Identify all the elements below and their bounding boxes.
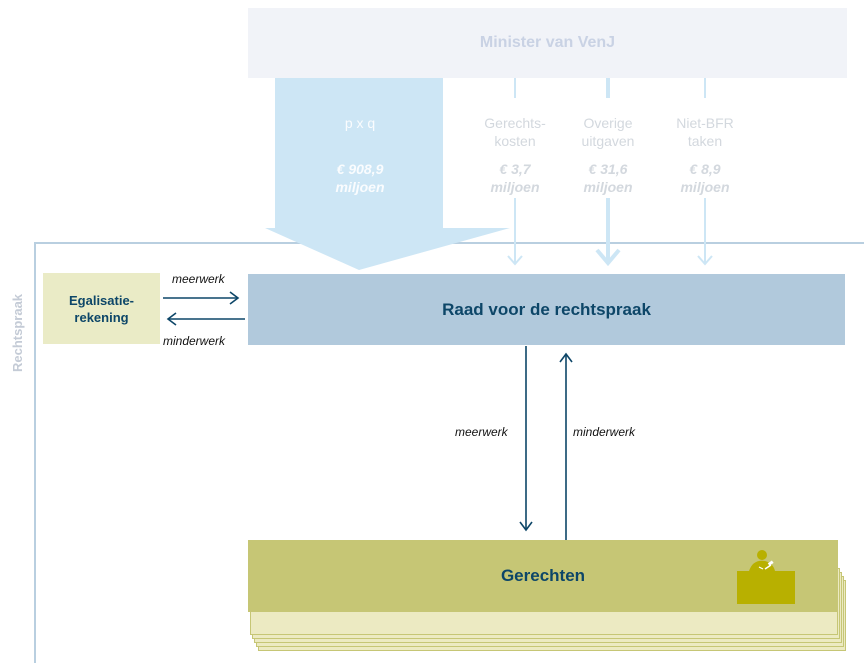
gerechten-to-raad-arrow <box>559 352 573 540</box>
flow-niet-bfr-amount: € 8,9 <box>689 161 721 177</box>
flow-niet-bfr-label-2: taken <box>687 133 723 149</box>
raad-to-egal-label: minderwerk <box>163 334 226 348</box>
gerechten-to-raad-label: minderwerk <box>573 425 636 439</box>
flow-overige-unit: miljoen <box>583 179 633 195</box>
flow-gerechtskosten-unit: miljoen <box>490 179 540 195</box>
niet-bfr-flow-arrow <box>697 78 713 266</box>
egal-to-raad-arrow <box>163 291 240 305</box>
flow-gerechtskosten-text: Gerechts- kosten € 3,7 miljoen <box>470 114 560 196</box>
egalisatie-label-line2: rekening <box>74 309 129 325</box>
flow-gerechtskosten-label-2: kosten <box>494 133 536 149</box>
judge-icon <box>737 550 795 604</box>
raad-label: Raad voor de rechtspraak <box>442 299 651 319</box>
gerechtskosten-flow-arrow <box>507 78 523 266</box>
egalisatie-label-line1: Egalisatie- <box>68 292 135 308</box>
flow-pxq-label: p x q <box>344 115 376 131</box>
flow-niet-bfr-text: Niet-BFR taken € 8,9 miljoen <box>660 114 750 196</box>
overige-uitgaven-flow-arrow <box>595 78 621 267</box>
flow-overige-text: Overige uitgaven € 31,6 miljoen <box>563 114 653 196</box>
flow-overige-label-1: Overige <box>583 115 633 131</box>
flow-niet-bfr-unit: miljoen <box>680 179 730 195</box>
flow-pxq-text: p x q € 908,9 miljoen <box>305 114 415 196</box>
ministry-box: Minister van VenJ <box>248 8 847 78</box>
flow-gerechtskosten-label-1: Gerechts- <box>484 115 546 131</box>
ministry-label: Minister van VenJ <box>479 34 616 51</box>
rechtspraak-region-label: Rechtspraak <box>10 293 25 372</box>
raad-to-gerechten-label: meerwerk <box>455 425 508 439</box>
egalisatierekening-box: Egalisatie- rekening <box>43 273 160 344</box>
flow-pxq-amount: € 908,9 <box>336 161 384 177</box>
flow-niet-bfr-label-1: Niet-BFR <box>676 115 734 131</box>
rechtspraak-region-border <box>34 242 864 663</box>
flow-pxq-unit: miljoen <box>335 179 385 195</box>
pxq-flow-arrow <box>265 78 510 270</box>
egal-to-raad-label: meerwerk <box>172 272 225 286</box>
raad-voor-de-rechtspraak-box: Raad voor de rechtspraak <box>248 274 845 345</box>
flow-overige-label-2: uitgaven <box>581 133 635 149</box>
raad-to-egal-arrow <box>166 312 245 326</box>
flow-gerechtskosten-amount: € 3,7 <box>499 161 531 177</box>
raad-to-gerechten-arrow <box>519 346 533 532</box>
gerechten-label: Gerechten <box>500 566 586 585</box>
flow-overige-amount: € 31,6 <box>588 161 628 177</box>
